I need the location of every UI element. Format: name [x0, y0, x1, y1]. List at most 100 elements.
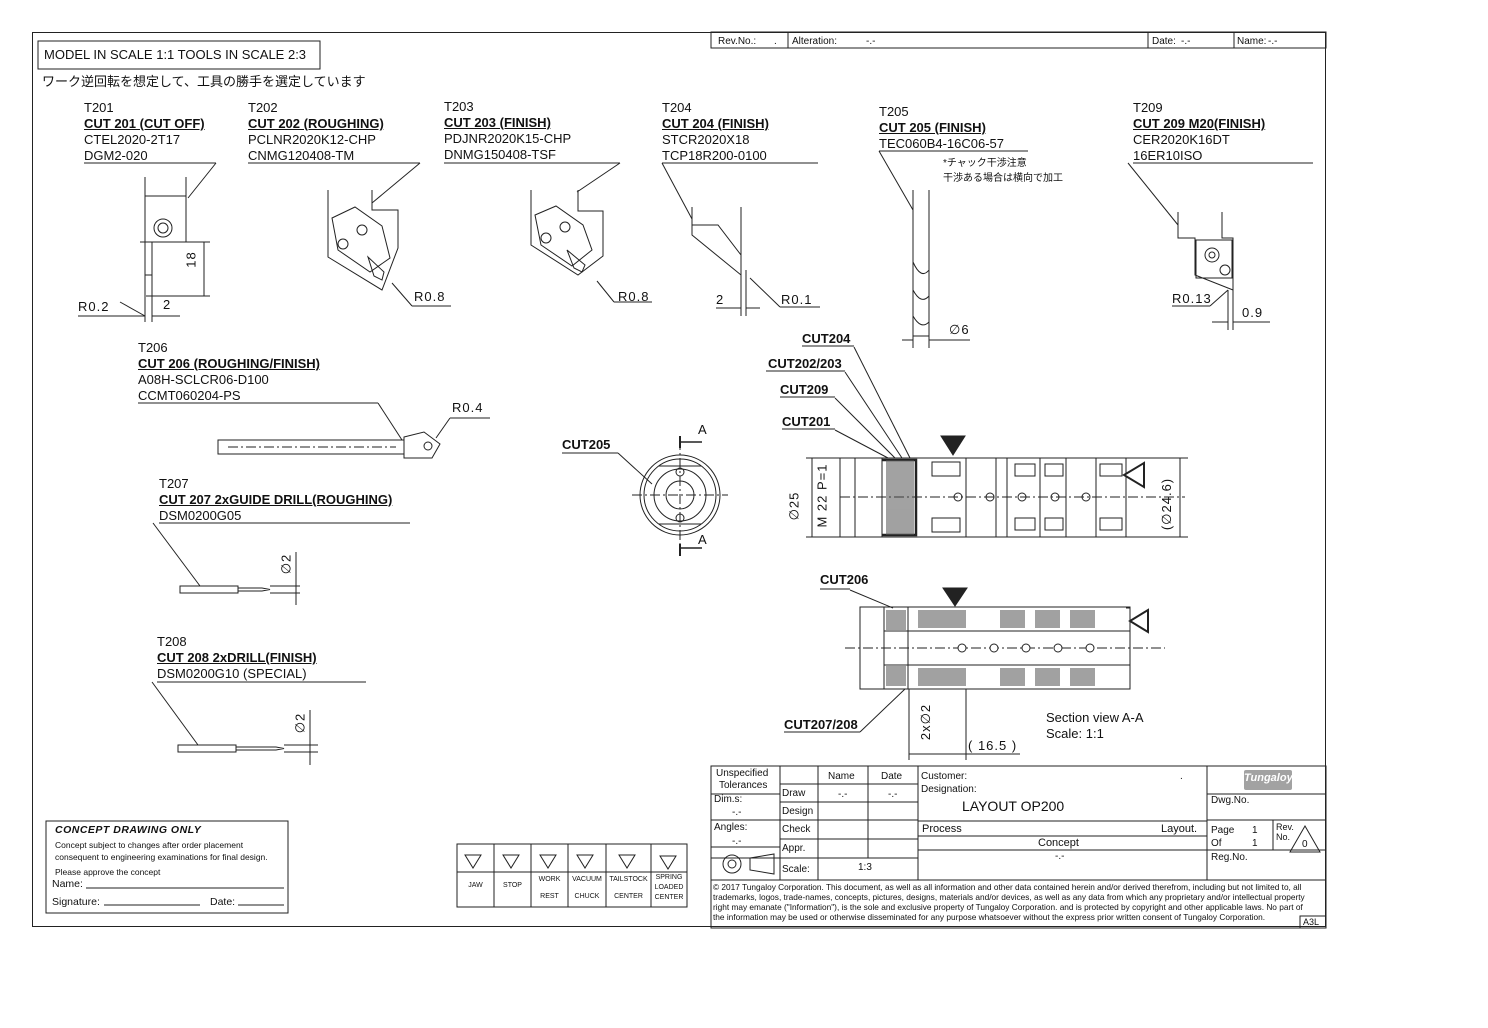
t209-cut: CUT 209 M20(FINISH) [1133, 116, 1266, 131]
t205-tool-drawing [878, 150, 970, 348]
tb-dims-label: Dim.s: [714, 794, 743, 805]
concept-line-3: Please approve the concept [55, 867, 161, 877]
tb-dash-value: -.- [1055, 851, 1065, 862]
tb-draw-date: -.- [888, 789, 898, 800]
t207-tool-drawing [152, 522, 300, 605]
tb-rev-value: 0 [1302, 839, 1308, 850]
t202-insert: CNMG120408-TM [248, 148, 355, 163]
tb-row-check: Check [782, 824, 811, 835]
t201-insert: DGM2-020 [84, 148, 148, 163]
tb-dims-value: -.- [732, 807, 742, 818]
cut205-label: CUT205 [562, 437, 611, 452]
t206-tool-drawing [217, 402, 490, 459]
symbols-table [456, 843, 688, 908]
symbol-spring-label-1: SPRING [655, 874, 683, 881]
t205-cut: CUT 205 (FINISH) [879, 120, 986, 135]
tb-dwg-no-label: Dwg.No. [1211, 795, 1250, 806]
scale-note: MODEL IN SCALE 1:1 TOOLS IN SCALE 2:3 [44, 47, 307, 62]
t205-holder: TEC060B4-16C06-57 [879, 136, 1005, 151]
symbol-work-rest-label-1: WORK [538, 876, 561, 883]
concept-title: CONCEPT DRAWING ONLY [55, 824, 202, 836]
t203-id: T203 [444, 99, 474, 114]
tb-layout-label: Layout. [1161, 823, 1198, 835]
part-side-view-drawing [766, 345, 1188, 538]
section-view-scale: Scale: 1:1 [1046, 726, 1104, 741]
t204-cut: CUT 204 (FINISH) [662, 116, 769, 131]
dim-16-5: ( 16.5 ) [968, 738, 1018, 753]
tb-customer-label: Customer: [921, 771, 968, 782]
cut202-203-label: CUT202/203 [768, 356, 842, 371]
date-value: -.- [1181, 36, 1191, 47]
symbol-work-rest-label-2: REST [540, 893, 559, 900]
t203-cut: CUT 203 (FINISH) [444, 115, 551, 130]
t209-tool-drawing [1127, 162, 1270, 330]
tb-process-label: Process [922, 823, 962, 835]
tb-sheet-size: A3L [1303, 917, 1320, 927]
concept-box [45, 820, 289, 914]
symbol-vacuum-chuck-label-2: CHUCK [574, 893, 600, 900]
concept-line-1: Concept subject to changes after order p… [55, 840, 244, 850]
tb-of-value: 1 [1252, 838, 1258, 849]
t206-cut: CUT 206 (ROUGHING/FINISH) [138, 356, 321, 371]
cut209-label: CUT209 [780, 382, 829, 397]
dim-2x-diameter-2: 2x∅2 [918, 703, 934, 741]
dim-thread-m22: M 22 P=1 [814, 463, 830, 528]
tb-customer-value: . [1180, 771, 1183, 782]
tb-tolerances: Tolerances [719, 780, 768, 791]
t207-cut: CUT 207 2xGUIDE DRILL(ROUGHING) [159, 492, 393, 507]
t203-tool-drawing [530, 162, 652, 303]
cut207-208-label: CUT207/208 [784, 717, 858, 732]
symbol-spring-label-2: LOADED [654, 884, 684, 891]
t201-width: 2 [163, 297, 172, 312]
alteration-value: -.- [866, 36, 876, 47]
dim-diameter-24-6: (∅24.6) [1159, 477, 1175, 531]
t201-tool-drawing [78, 162, 217, 322]
drawing-frame [32, 32, 1326, 927]
t205-note-interference: *チャック干渉注意 [943, 158, 1027, 169]
t208-tool-drawing [151, 681, 318, 765]
symbol-stop-label: STOP [503, 882, 522, 889]
section-view-drawing [784, 588, 1165, 760]
t204-holder: STCR2020X18 [662, 132, 750, 147]
concept-line-2: consequent to engineering examinations f… [55, 852, 268, 862]
end-view-drawing [562, 436, 728, 556]
tb-unspecified: Unspecified [716, 768, 769, 779]
concept-name-label: Name: [52, 878, 83, 890]
cut204-label: CUT204 [802, 331, 851, 346]
t207-id: T207 [159, 476, 189, 491]
tb-angles-value: -.- [732, 836, 742, 847]
scale-note-box [37, 40, 321, 70]
concept-signature-label: Signature: [52, 896, 100, 908]
t206-radius: R0.4 [452, 400, 484, 415]
t204-tool-drawing [661, 162, 820, 316]
t204-id: T204 [662, 100, 692, 115]
symbol-spring-label-3: CENTER [654, 894, 684, 901]
symbol-tailstock-label-2: CENTER [614, 893, 643, 900]
t207-holder: DSM0200G05 [159, 508, 242, 523]
tungaloy-logo: Tungaloy [1244, 772, 1293, 784]
alteration-label: Alteration: [792, 36, 838, 47]
t205-note-horizontal: 干渉ある場合は横向で加工 [943, 173, 1063, 184]
tb-page-label: Page [1211, 825, 1235, 836]
concept-date-label: Date: [210, 896, 236, 908]
section-view-title: Section view A-A [1046, 710, 1144, 725]
t202-cut: CUT 202 (ROUGHING) [248, 116, 384, 131]
t204-insert: TCP18R200-0100 [662, 148, 767, 163]
t208-cut: CUT 208 2xDRILL(FINISH) [157, 650, 317, 665]
rev-no-value: . [774, 36, 777, 47]
t201-cut: CUT 201 (CUT OFF) [84, 116, 205, 131]
t202-id: T202 [248, 100, 278, 115]
t208-diameter: ∅2 [292, 712, 308, 734]
t203-holder: PDJNR2020K15-CHP [444, 131, 572, 146]
tb-page-value: 1 [1252, 825, 1258, 836]
t202-holder: PCLNR2020K12-CHP [248, 132, 376, 147]
tb-rev-label-1: Rev. [1276, 822, 1294, 832]
symbol-vacuum-chuck-label-1: VACUUM [572, 876, 602, 883]
tb-col-date: Date [881, 771, 903, 782]
cut206-label: CUT206 [820, 572, 869, 587]
dim-diameter-25: ∅25 [786, 491, 802, 521]
section-marker-top: A [698, 422, 707, 437]
t201-id: T201 [84, 100, 114, 115]
t201-holder: CTEL2020-2T17 [84, 132, 181, 147]
t208-holder: DSM0200G10 (SPECIAL) [157, 666, 307, 681]
